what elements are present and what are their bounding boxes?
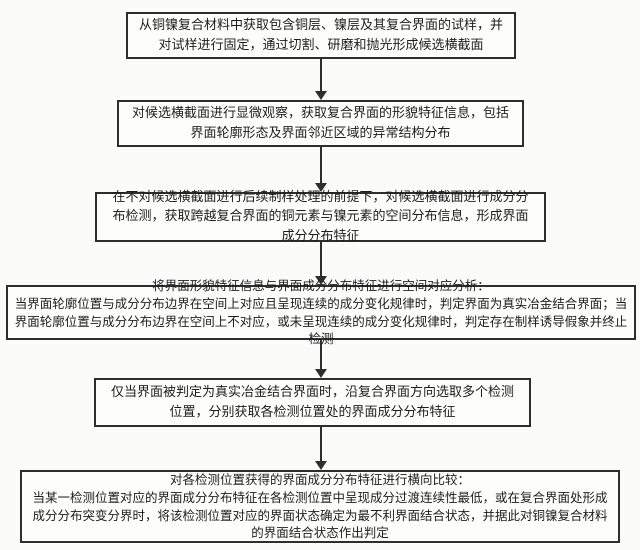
flow-step-3: 在不对候选横截面进行后续制样处理的前提下，对候选横截面进行成分分布检测，获取跨越… (95, 190, 546, 244)
down-arrow-icon (320, 340, 322, 369)
down-arrow-icon (320, 59, 322, 91)
flow-step-6: 对各检测位置获得的界面成分分布特征进行横向比较： 当某一检测位置对应的界面成分分… (20, 470, 620, 543)
down-arrow-icon (320, 147, 322, 183)
flow-step-2: 对候选横截面进行显微观察，获取复合界面的形貌特征信息，包括界面轮廓形态及界面邻近… (117, 100, 524, 147)
down-arrow-icon (320, 427, 322, 461)
flow-step-1: 从铜镍复合材料中获取包含铜层、镍层及其复合界面的试样，并对试样进行固定，通过切割… (126, 12, 516, 59)
down-arrow-icon (320, 242, 322, 276)
flow-step-5: 仅当界面被判定为真实冶金结合界面时，沿复合界面方向选取多个检测位置，分别获取各检… (94, 378, 531, 427)
flow-step-4: 将界面形貌特征信息与界面成分分布特征进行空间对应分析： 当界面轮廓位置与成分分布… (6, 278, 636, 346)
